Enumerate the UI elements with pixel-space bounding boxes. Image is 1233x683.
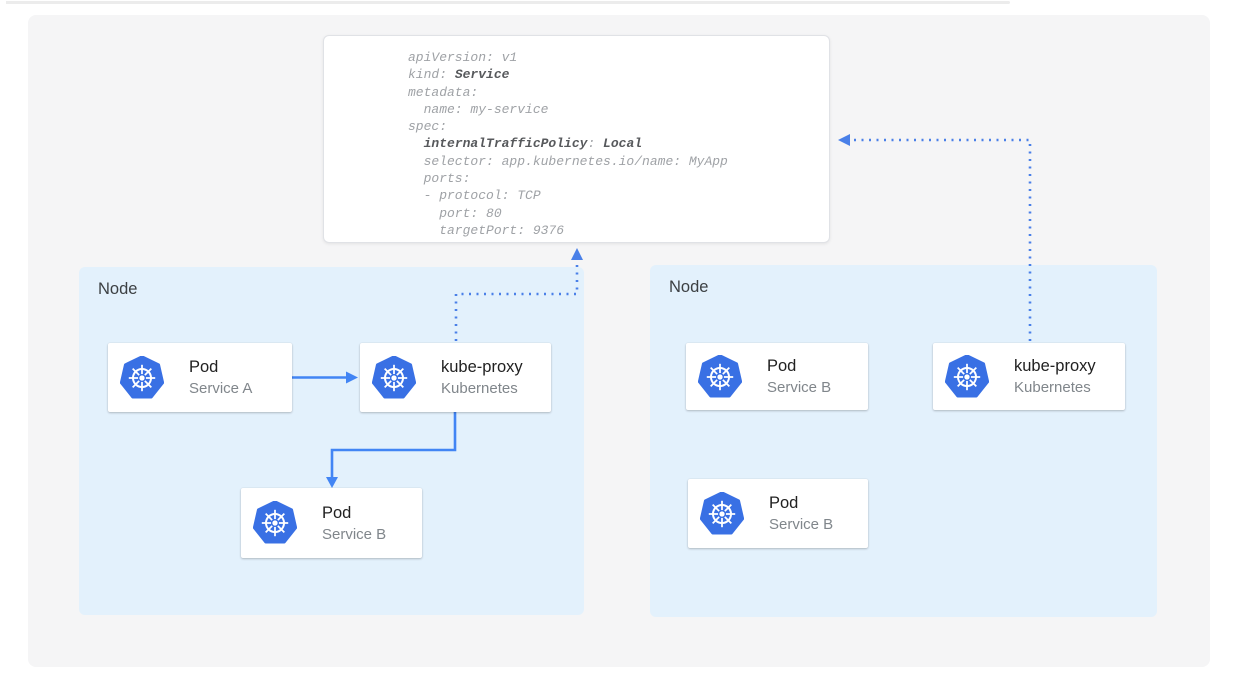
yaml-line: internalTrafficPolicy: Local — [423, 136, 643, 152]
kubernetes-logo-icon — [120, 355, 164, 399]
yaml-line: selector: app.kubernetes.io/name: MyApp — [408, 153, 728, 169]
card-title: kube-proxy — [1014, 357, 1096, 375]
card-title: Pod — [767, 357, 797, 375]
card-subtitle: Service B — [767, 379, 832, 396]
yaml-line: targetPort: 9376 — [408, 222, 565, 238]
kubernetes-logo-icon — [945, 354, 989, 398]
node-left-label: Node — [98, 280, 138, 298]
node-right-label: Node — [669, 278, 709, 296]
yaml-line: - protocol: TCP — [408, 188, 541, 204]
yaml-line: apiVersion: v1 — [408, 50, 518, 65]
card-subtitle: Service B — [322, 525, 387, 543]
card-title: Pod — [189, 358, 219, 376]
card-pod-service-a: Pod Service A — [108, 343, 292, 412]
yaml-line: ports: — [408, 171, 471, 187]
kubernetes-logo-icon — [372, 355, 416, 399]
card-kube-proxy-left: kube-proxy Kubernetes — [360, 343, 551, 412]
card-pod-service-b-right-bottom: Pod Service B — [688, 479, 868, 548]
kubernetes-logo-icon — [698, 354, 742, 398]
card-title: Pod — [769, 494, 799, 512]
card-subtitle: Kubernetes — [1014, 379, 1091, 396]
card-pod-service-b-left: Pod Service B — [241, 488, 422, 558]
yaml-line: kind: Service — [408, 67, 510, 83]
node-left: Node — [79, 267, 584, 615]
card-subtitle: Service A — [189, 380, 253, 397]
card-title: kube-proxy — [441, 358, 523, 376]
card-pod-service-b-right-top: Pod Service B — [686, 343, 868, 410]
top-divider — [6, 1, 1010, 4]
yaml-line: name: my-service — [408, 101, 549, 117]
kubernetes-logo-icon — [700, 491, 744, 535]
kubernetes-logo-icon — [253, 501, 297, 544]
card-subtitle: Service B — [769, 516, 834, 533]
yaml-line: port: 80 — [408, 205, 502, 221]
card-title: Pod — [322, 503, 352, 522]
yaml-line: metadata: — [408, 84, 479, 100]
node-right: Node — [650, 265, 1157, 617]
card-subtitle: Kubernetes — [441, 380, 518, 397]
yaml-line: spec: — [408, 119, 448, 135]
card-kube-proxy-right: kube-proxy Kubernetes — [933, 343, 1125, 410]
